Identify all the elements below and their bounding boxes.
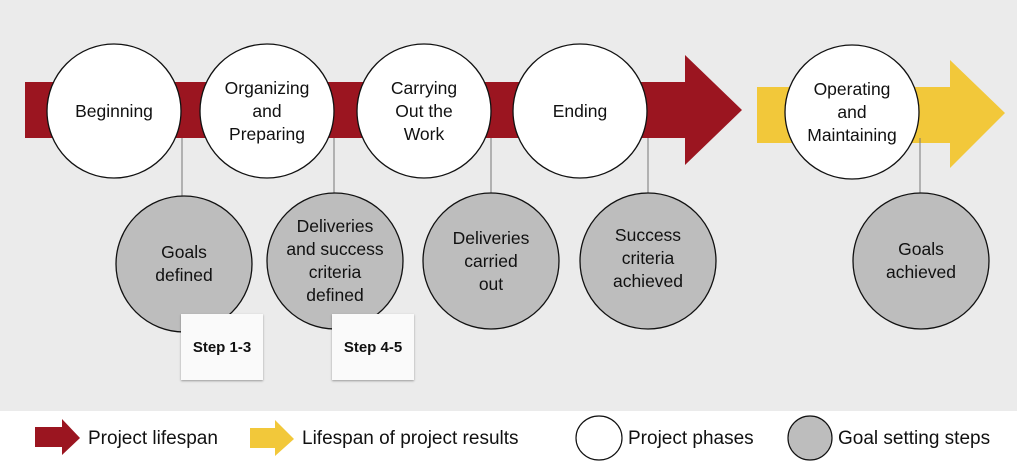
legend-project-phases: Project phases: [628, 428, 754, 449]
phase-circle-beginning: [46, 43, 182, 179]
phase-circle-carrying-out: [356, 43, 492, 179]
phase-label: Carrying Out the Work: [390, 77, 458, 144]
goal-circle-goals-achieved: [852, 192, 990, 330]
legend-red-arrow-icon: [35, 419, 80, 455]
phase-circle-organizing: [199, 43, 335, 179]
goal-label: Goals defined: [155, 242, 213, 285]
goal-circle-deliveries-carried-out: [422, 192, 560, 330]
goal-label: Deliveries carried out: [452, 227, 530, 294]
step-note: Step 4-5: [332, 314, 414, 380]
phase-label: Organizing and Preparing: [224, 77, 310, 144]
legend-phase-circle-icon: [575, 415, 623, 461]
goal-circle-success-achieved: [579, 192, 717, 330]
legend-goal-steps: Goal setting steps: [838, 428, 991, 449]
legend-results-lifespan: Lifespan of project results: [302, 428, 519, 449]
goal-label: Goals achieved: [885, 239, 957, 282]
phase-circle-operating: [784, 44, 920, 180]
legend-yellow-arrow-icon: [250, 420, 294, 456]
phase-label: Ending: [552, 100, 608, 121]
legend-project-lifespan: Project lifespan: [88, 428, 218, 449]
phase-circle-ending: [512, 43, 648, 179]
phase-label: Beginning: [75, 100, 153, 121]
step-note: Step 1-3: [181, 314, 263, 380]
phase-label: Operating and Maintaining: [807, 78, 897, 145]
goal-label: Deliveries and success criteria defined: [286, 216, 384, 305]
legend-goal-circle-icon: [787, 415, 833, 461]
goal-label: Success criteria achieved: [612, 224, 684, 291]
